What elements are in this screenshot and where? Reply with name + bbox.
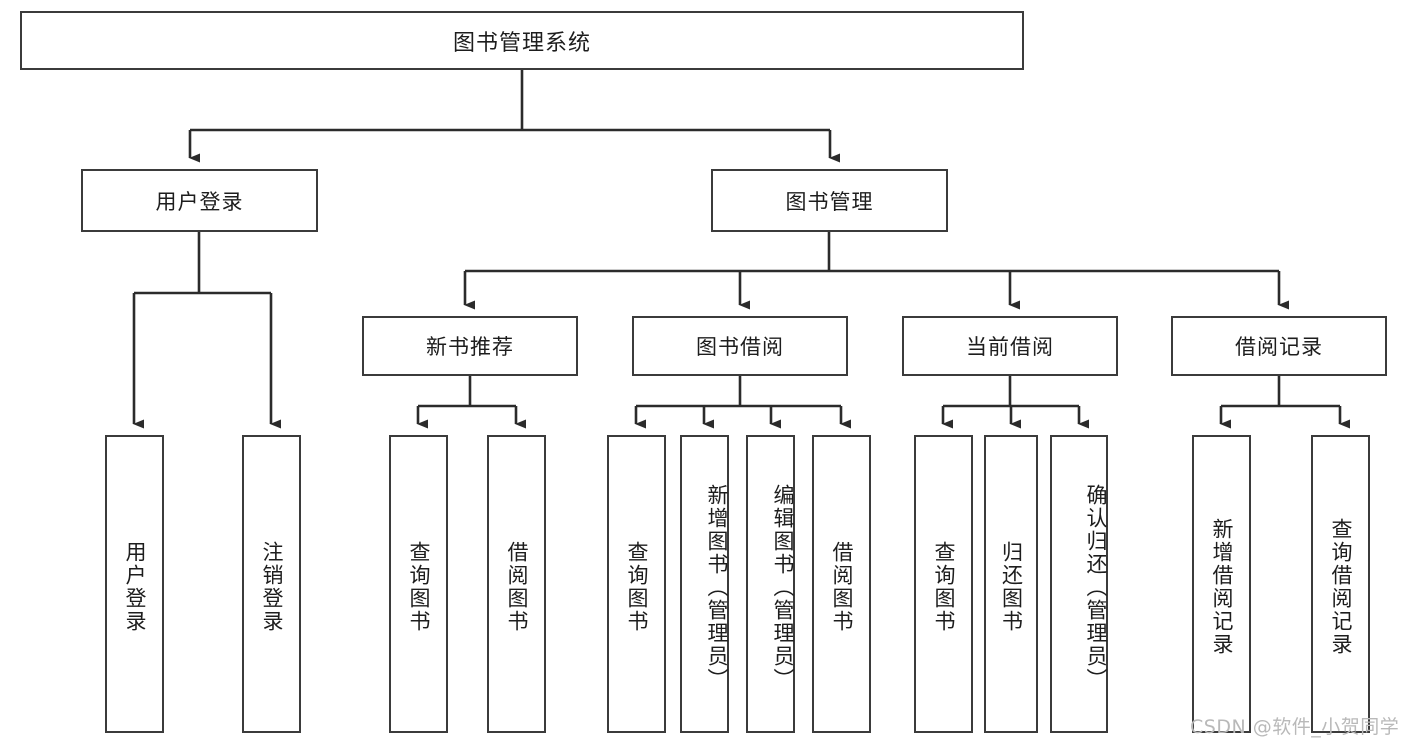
node-label: 新增借阅记录 — [1210, 518, 1234, 656]
leaf-br-add-record[interactable]: 新增借阅记录 — [1192, 435, 1251, 733]
leaf-nbr-borrow-book[interactable]: 借阅图书 — [487, 435, 546, 733]
node-label: 新书推荐 — [426, 335, 514, 359]
node-label: 注销登录 — [260, 541, 284, 633]
node-user-login[interactable]: 用户登录 — [81, 169, 318, 232]
watermark: CSDN @软件_小贺同学 — [1190, 716, 1400, 738]
leaf-bb-add-book[interactable]: 新增图书（管理员） — [680, 435, 729, 733]
node-label: 查询图书 — [625, 541, 649, 633]
leaf-nbr-query-book[interactable]: 查询图书 — [389, 435, 448, 733]
node-label: 确认归还（管理员） — [1084, 483, 1108, 691]
node-label: 借阅图书 — [830, 541, 854, 633]
leaf-cb-query-book[interactable]: 查询图书 — [914, 435, 973, 733]
node-label: 查询借阅记录 — [1329, 518, 1353, 656]
node-root-library-system[interactable]: 图书管理系统 — [20, 11, 1024, 70]
node-label: 图书管理系统 — [452, 30, 591, 56]
node-label: 当前借阅 — [966, 335, 1054, 359]
leaf-bb-edit-book[interactable]: 编辑图书（管理员） — [746, 435, 795, 733]
leaf-cb-return-book[interactable]: 归还图书 — [984, 435, 1038, 733]
node-current-borrow[interactable]: 当前借阅 — [902, 316, 1118, 376]
node-book-manage[interactable]: 图书管理 — [711, 169, 948, 232]
leaf-bb-query-book[interactable]: 查询图书 — [607, 435, 666, 733]
node-label: 查询图书 — [932, 541, 956, 633]
node-label: 编辑图书（管理员） — [771, 483, 795, 691]
leaf-cb-confirm-return[interactable]: 确认归还（管理员） — [1050, 435, 1108, 733]
leaf-br-query-record[interactable]: 查询借阅记录 — [1311, 435, 1370, 733]
node-label: 归还图书 — [999, 541, 1024, 633]
node-label: 用户登录 — [155, 189, 244, 214]
node-label: 用户登录 — [123, 541, 147, 633]
node-label: 借阅记录 — [1235, 335, 1323, 359]
node-new-book-recommend[interactable]: 新书推荐 — [362, 316, 578, 376]
node-label: 新增图书（管理员） — [705, 483, 729, 691]
leaf-user-login[interactable]: 用户登录 — [105, 435, 164, 733]
node-label: 图书管理 — [785, 189, 874, 214]
node-label: 图书借阅 — [696, 335, 784, 359]
node-label: 查询图书 — [407, 541, 431, 633]
node-book-borrow[interactable]: 图书借阅 — [632, 316, 848, 376]
node-label: 借阅图书 — [505, 541, 529, 633]
leaf-bb-borrow-book[interactable]: 借阅图书 — [812, 435, 871, 733]
leaf-logout[interactable]: 注销登录 — [242, 435, 301, 733]
node-borrow-record[interactable]: 借阅记录 — [1171, 316, 1387, 376]
